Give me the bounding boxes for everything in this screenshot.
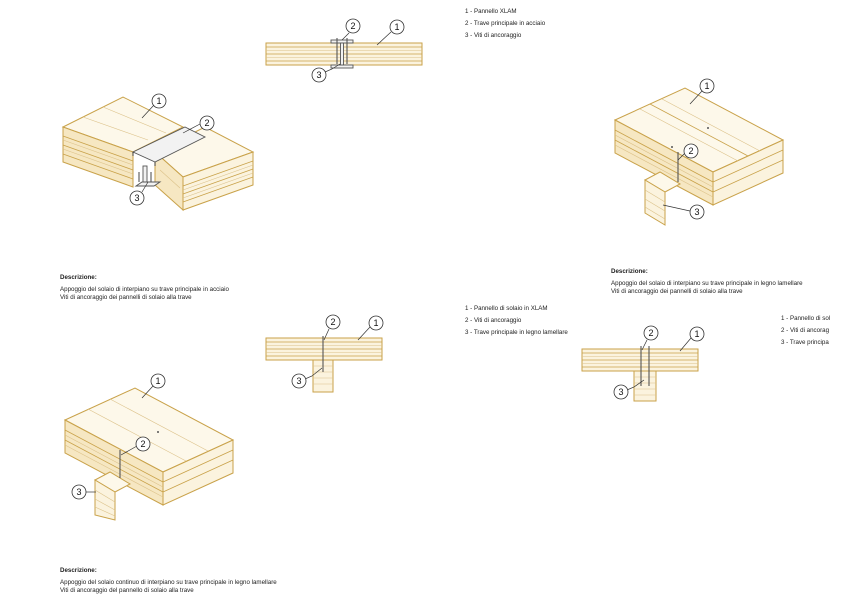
callout-2-section-glulam: 2 bbox=[323, 314, 341, 341]
callout-number: 1 bbox=[394, 22, 399, 32]
callout-3-section-continuous: 3 bbox=[613, 379, 645, 400]
section-continuous-glulam-beam bbox=[581, 346, 699, 402]
svg-text:3: 3 bbox=[618, 387, 623, 397]
description-glulam: Descrizione: Appoggio del solaio di inte… bbox=[611, 268, 803, 296]
description-steel: Descrizione: Appoggio del solaio di inte… bbox=[60, 274, 229, 302]
svg-text:3: 3 bbox=[296, 376, 301, 386]
svg-text:2: 2 bbox=[688, 146, 693, 156]
svg-text:1: 1 bbox=[373, 318, 378, 328]
description-line: Viti di ancoraggio del pannello di solai… bbox=[60, 587, 194, 594]
svg-text:3: 3 bbox=[316, 70, 321, 80]
svg-text:1: 1 bbox=[694, 329, 699, 339]
legend-continuous: 1 - Pannello di sol 2 - Viti di ancorag … bbox=[781, 313, 866, 349]
legend-item: 2 - Viti di ancorag bbox=[781, 327, 830, 334]
section-steel-beam bbox=[265, 38, 423, 69]
legend-steel: 1 - Pannello XLAM 2 - Trave principale i… bbox=[465, 6, 545, 42]
legend-item: 2 - Trave principale in acciaio bbox=[465, 20, 546, 27]
callout-1-section-continuous: 1 bbox=[679, 326, 705, 352]
description-line: Viti di ancoraggio dei pannelli di solai… bbox=[60, 294, 192, 301]
callout-3-iso-continuous: 3 bbox=[71, 484, 96, 500]
legend-item: 1 - Pannello di solaio in XLAM bbox=[465, 305, 548, 312]
legend-item: 1 - Pannello di sol bbox=[781, 315, 831, 322]
svg-text:3: 3 bbox=[694, 207, 699, 217]
legend-glulam: 1 - Pannello di solaio in XLAM 2 - Viti … bbox=[465, 303, 568, 339]
callout-3-iso-glulam: 3 bbox=[662, 204, 705, 220]
isometric-glulam-beam bbox=[613, 87, 785, 226]
callout-2-iso-continuous: 2 bbox=[120, 436, 151, 456]
isometric-continuous-glulam-beam bbox=[63, 387, 235, 521]
description-line: Appoggio del solaio di interpiano su tra… bbox=[60, 286, 229, 293]
svg-text:1: 1 bbox=[155, 376, 160, 386]
description-line: Appoggio del solaio di interpiano su tra… bbox=[611, 280, 803, 287]
legend-item: 3 - Trave principale in legno lamellare bbox=[465, 329, 568, 336]
callout-1-iso-continuous: 1 bbox=[141, 373, 166, 399]
svg-text:2: 2 bbox=[648, 328, 653, 338]
legend-item: 1 - Pannello XLAM bbox=[465, 8, 517, 15]
callout-2-iso-steel: 2 bbox=[182, 115, 215, 134]
description-title: Descrizione: bbox=[611, 268, 648, 275]
callout-1-iso-steel: 1 bbox=[141, 93, 167, 119]
callout-3-iso-steel: 3 bbox=[129, 181, 149, 206]
description-continuous: Descrizione: Appoggio del solaio continu… bbox=[60, 567, 277, 595]
callout-1-section-glulam: 1 bbox=[357, 315, 384, 341]
svg-text:1: 1 bbox=[156, 96, 161, 106]
svg-text:3: 3 bbox=[76, 487, 81, 497]
svg-text:2: 2 bbox=[350, 21, 355, 31]
description-line: Appoggio del solaio continuo di interpia… bbox=[60, 579, 277, 586]
legend-item: 3 - Trave principa bbox=[781, 339, 829, 346]
svg-text:2: 2 bbox=[330, 317, 335, 327]
callout-2-section-continuous: 2 bbox=[641, 325, 659, 351]
description-line: Viti di ancoraggio dei pannelli di solai… bbox=[611, 288, 743, 295]
callout-3-section-steel: 3 bbox=[311, 63, 341, 83]
callout-2-iso-glulam: 2 bbox=[677, 143, 699, 161]
callout-1-section-steel: 1 bbox=[376, 19, 405, 46]
legend-item: 2 - Viti di ancoraggio bbox=[465, 317, 522, 324]
svg-text:1: 1 bbox=[704, 81, 709, 91]
description-title: Descrizione: bbox=[60, 567, 97, 574]
callout-3-section-glulam: 3 bbox=[291, 367, 323, 389]
section-glulam-beam bbox=[265, 336, 383, 393]
svg-text:2: 2 bbox=[204, 118, 209, 128]
description-title: Descrizione: bbox=[60, 274, 97, 281]
callout-2-section-steel: 2 bbox=[341, 18, 361, 41]
legend-item: 3 - Viti di ancoraggio bbox=[465, 32, 522, 39]
callout-1-iso-glulam: 1 bbox=[689, 78, 715, 105]
svg-text:3: 3 bbox=[134, 193, 139, 203]
svg-text:2: 2 bbox=[140, 439, 145, 449]
callouts: 1 2 3 1 2 3 bbox=[71, 18, 715, 500]
isometric-steel-beam bbox=[61, 96, 255, 212]
